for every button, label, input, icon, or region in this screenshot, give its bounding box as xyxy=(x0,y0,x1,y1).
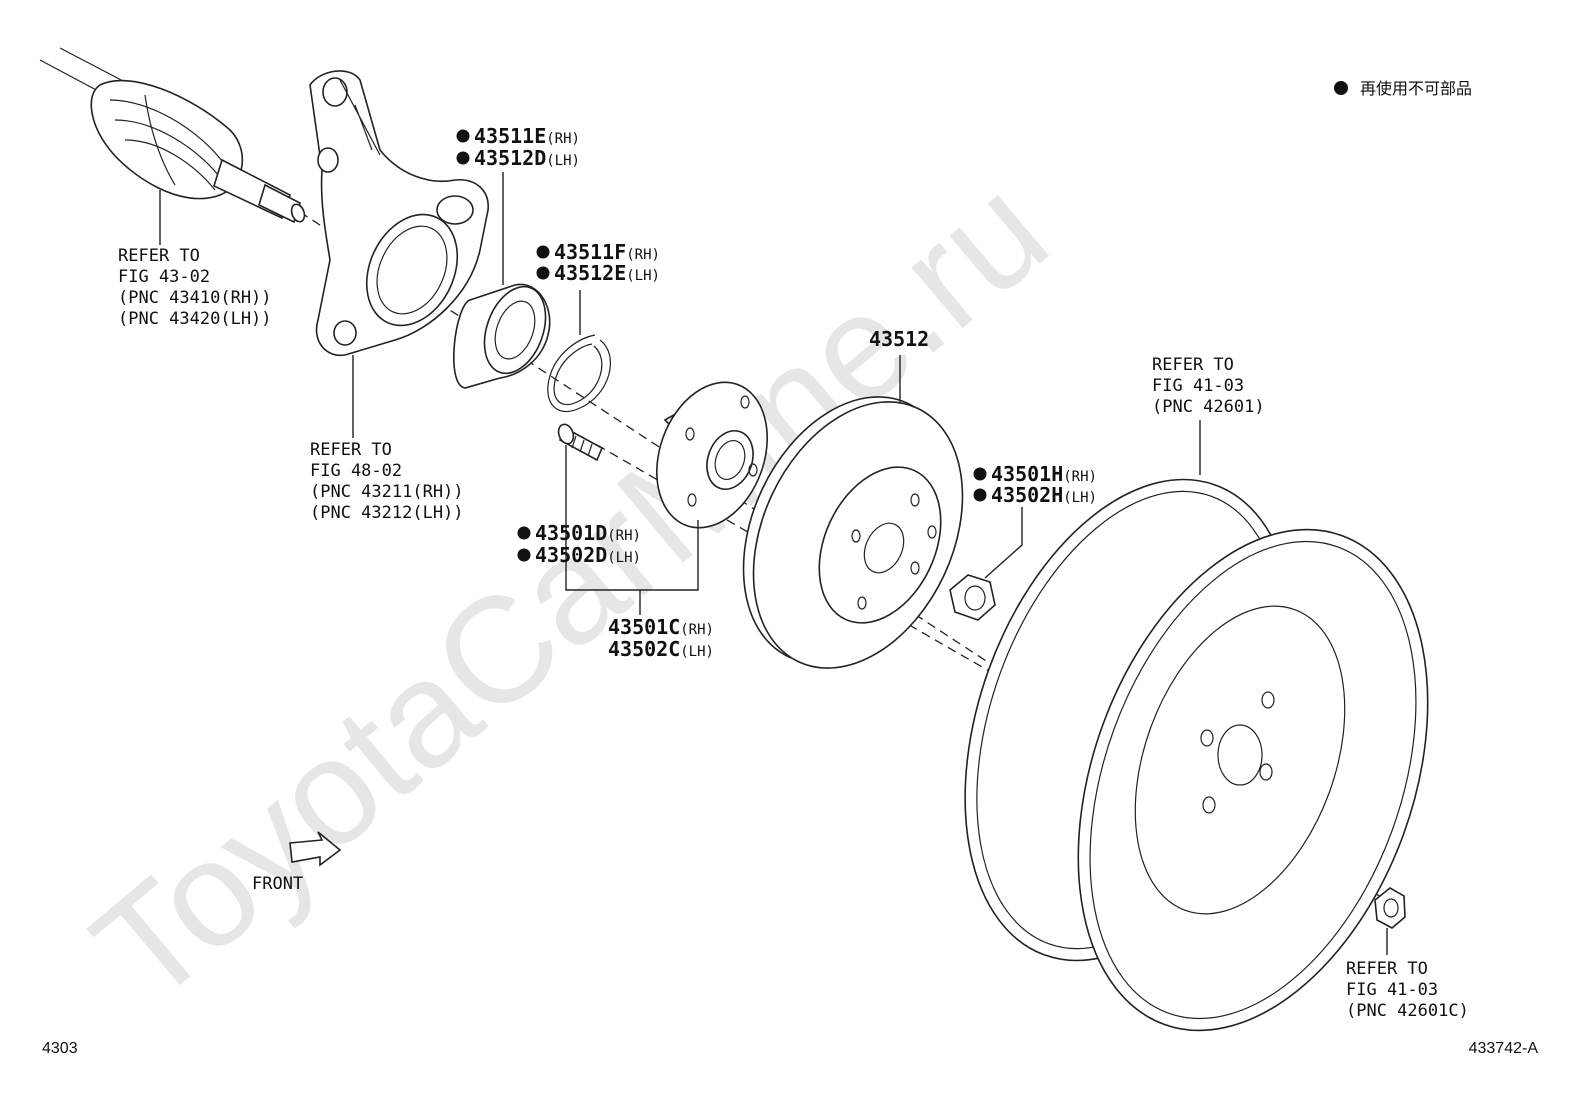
callout-brake-disc[interactable]: 43512 xyxy=(869,327,929,351)
steering-knuckle-illustration xyxy=(309,70,489,356)
svg-text:43512D(LH): 43512D(LH) xyxy=(474,146,580,170)
ref-line: (PNC 43410(RH)) xyxy=(118,288,272,308)
part-number[interactable]: 43501C xyxy=(608,615,680,639)
axle-hub-illustration xyxy=(656,381,768,529)
hub-bolt-illustration xyxy=(557,423,604,462)
ref-line: REFER TO xyxy=(310,440,392,460)
driveshaft-reference: REFER TO FIG 43-02 (PNC 43410(RH)) (PNC … xyxy=(118,246,272,329)
wheel-reference: REFER TO FIG 41-03 (PNC 42601) xyxy=(1152,355,1265,417)
callout-bearing[interactable]: 43511E(RH) 43512D(LH) xyxy=(456,124,580,170)
side-label: (RH) xyxy=(680,622,714,638)
ref-line: (PNC 43212(LH)) xyxy=(310,503,464,523)
knuckle-reference: REFER TO FIG 48-02 (PNC 43211(RH)) (PNC … xyxy=(310,440,464,523)
hub-nut-illustration xyxy=(949,574,996,621)
ref-line: (PNC 43420(LH)) xyxy=(118,309,272,329)
front-label: FRONT xyxy=(252,874,303,894)
part-number[interactable]: 43512 xyxy=(869,327,929,351)
legend-text: 再使用不可部品 xyxy=(1360,79,1472,98)
brake-disc-illustration xyxy=(742,396,964,669)
callout-hub-bolt[interactable]: 43501D(RH) 43502D(LH) xyxy=(517,521,641,567)
ref-line: REFER TO xyxy=(118,246,200,266)
side-label: (RH) xyxy=(1063,469,1097,485)
svg-text:43501H(RH): 43501H(RH) xyxy=(991,462,1097,486)
ref-line: FIG 41-03 xyxy=(1152,376,1244,396)
side-label: (LH) xyxy=(680,644,714,660)
side-label: (LH) xyxy=(546,153,580,169)
part-number[interactable]: 43501H xyxy=(991,462,1063,486)
ref-line: REFER TO xyxy=(1152,355,1234,375)
part-number[interactable]: 43502D xyxy=(535,543,607,567)
callout-snap-ring[interactable]: 43511F(RH) 43512E(LH) xyxy=(536,240,660,285)
side-label: (RH) xyxy=(626,247,660,263)
ref-line: FIG 48-02 xyxy=(310,461,402,481)
side-label: (RH) xyxy=(607,528,641,544)
svg-text:43501C(RH): 43501C(RH) xyxy=(608,615,714,639)
front-arrow-icon: FRONT xyxy=(252,831,342,894)
ref-line: (PNC 42601) xyxy=(1152,397,1265,417)
ref-line: FIG 41-03 xyxy=(1346,980,1438,1000)
svg-text:43511E(RH): 43511E(RH) xyxy=(474,124,580,148)
part-number[interactable]: 43512E xyxy=(554,261,626,285)
leader-lines xyxy=(159,172,1388,955)
part-number[interactable]: 43511E xyxy=(474,124,546,148)
wheel-illustration xyxy=(964,478,1429,1032)
ref-line: FIG 43-02 xyxy=(118,267,210,287)
ref-line: (PNC 43211(RH)) xyxy=(310,482,464,502)
bullet-icon xyxy=(1334,81,1348,95)
wheel-nut-reference: REFER TO FIG 41-03 (PNC 42601C) xyxy=(1346,959,1469,1021)
part-number[interactable]: 43511F xyxy=(554,240,626,264)
snap-ring-illustration xyxy=(547,334,611,413)
ref-line: REFER TO xyxy=(1346,959,1428,979)
part-number[interactable]: 43502H xyxy=(991,483,1063,507)
side-label: (RH) xyxy=(546,131,580,147)
svg-text:43502C(LH): 43502C(LH) xyxy=(608,637,714,661)
svg-text:43502D(LH): 43502D(LH) xyxy=(535,543,641,567)
svg-text:43502H(LH): 43502H(LH) xyxy=(991,483,1097,507)
part-number[interactable]: 43512D xyxy=(474,146,546,170)
legend: 再使用不可部品 xyxy=(1334,79,1472,98)
svg-text:43512E(LH): 43512E(LH) xyxy=(554,261,660,285)
figure-id: 433742-A xyxy=(1469,1040,1539,1057)
callout-hub-nut[interactable]: 43501H(RH) 43502H(LH) xyxy=(973,462,1097,507)
ref-line: (PNC 42601C) xyxy=(1346,1001,1469,1021)
callout-axle-hub[interactable]: 43501C(RH) 43502C(LH) xyxy=(608,615,714,661)
page-number: 4303 xyxy=(42,1040,78,1057)
svg-text:43501D(RH): 43501D(RH) xyxy=(535,521,641,545)
side-label: (LH) xyxy=(1063,490,1097,506)
wheel-nut-illustration xyxy=(1374,887,1406,929)
side-label: (LH) xyxy=(607,550,641,566)
svg-text:43511F(RH): 43511F(RH) xyxy=(554,240,660,264)
drive-shaft-illustration xyxy=(39,47,306,224)
part-number[interactable]: 43502C xyxy=(608,637,680,661)
part-number[interactable]: 43501D xyxy=(535,521,607,545)
side-label: (LH) xyxy=(626,268,660,284)
hub-bearing-illustration xyxy=(453,283,551,389)
